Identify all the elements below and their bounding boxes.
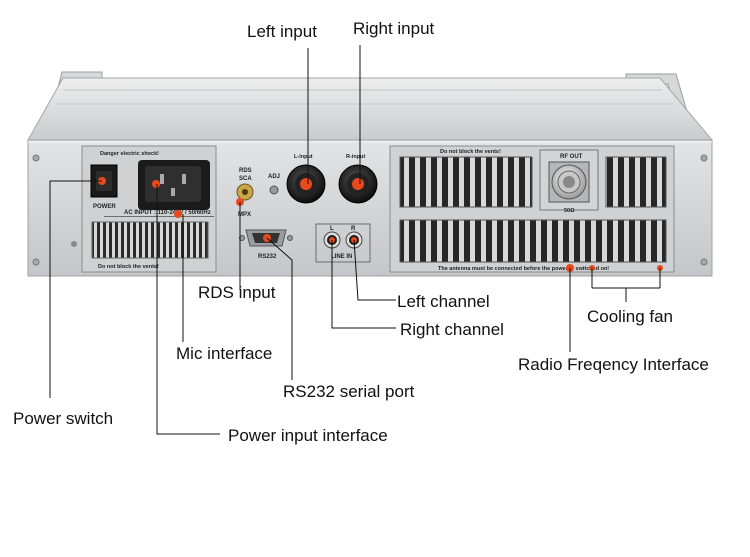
line-in-label: LINE IN <box>331 254 352 260</box>
callout-rf-interface: Radio Freqency Interface <box>518 355 709 374</box>
callout-power-switch: Power switch <box>13 409 113 428</box>
fan-panel <box>389 145 675 273</box>
fifty-ohm-label: 50Ω <box>564 208 575 214</box>
vent-warning-right: Do not block the vents! <box>440 149 501 155</box>
callout-power-input: Power input interface <box>228 426 388 445</box>
sca-label: SCA <box>239 176 252 182</box>
callout-rds-input: RDS input <box>198 283 276 302</box>
callout-mic-interface: Mic interface <box>176 344 272 363</box>
adj-label: ADJ <box>268 174 280 180</box>
power-panel: Danger electric shock! Do not block the … <box>81 145 217 273</box>
callout-left-channel: Left channel <box>397 292 490 311</box>
callout-markers <box>98 177 663 272</box>
ac-input-label: AC INPUT : 110-240V / 50/60Hz <box>124 210 211 216</box>
danger-warning-label: Danger electric shock! <box>100 151 159 157</box>
antenna-warning: The antenna must be connected before the… <box>438 266 609 272</box>
callout-right-input: Right input <box>353 19 435 38</box>
rs232-label: RS232 <box>258 254 277 260</box>
mpx-label: MPX <box>238 212 251 218</box>
power-label: POWER <box>93 204 116 210</box>
rf-output-connector[interactable] <box>548 161 590 203</box>
r-input-label: R-input <box>346 154 365 160</box>
rds-label: RDS <box>239 168 252 174</box>
l-input-label: L-input <box>294 154 313 160</box>
adj-knob[interactable] <box>269 185 279 195</box>
line-in-r-label: R <box>351 226 356 232</box>
rf-out-label: RF OUT <box>560 154 583 160</box>
callout-right-channel: Right channel <box>400 320 504 339</box>
line-in-l-label: L <box>330 226 334 232</box>
leader-lines <box>49 45 661 435</box>
callout-cooling-fan: Cooling fan <box>587 307 673 326</box>
rds-input-connector[interactable] <box>236 183 254 201</box>
callout-rs232-port: RS232 serial port <box>283 382 415 401</box>
vent-warning-left: Do not block the vents! <box>98 264 159 270</box>
power-input-socket[interactable] <box>160 174 186 196</box>
callout-left-input: Left input <box>247 22 317 41</box>
